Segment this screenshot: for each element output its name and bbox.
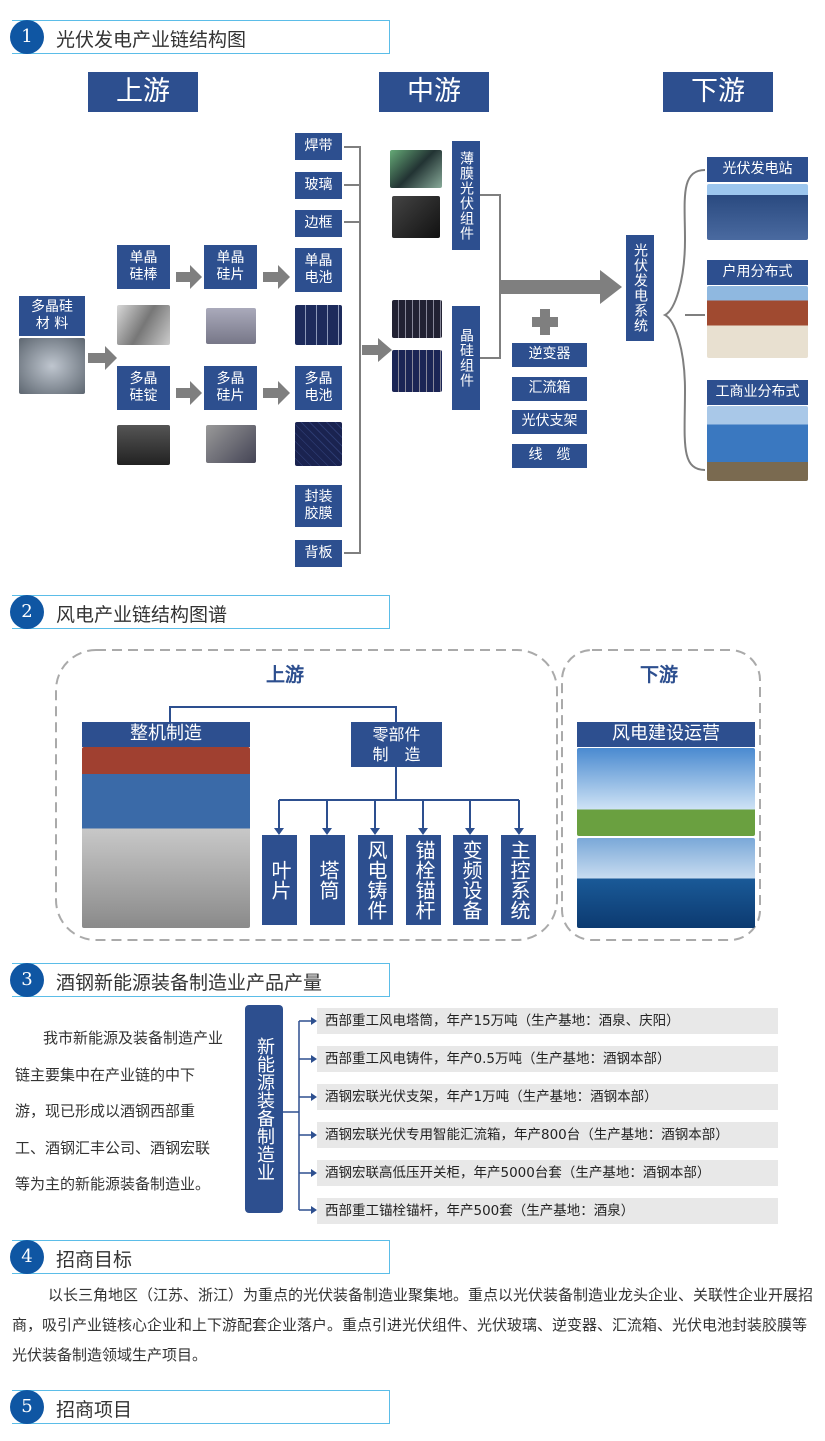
product-item: 西部重工锚栓锚杆，年产500套（生产基地：酒泉） [317, 1198, 778, 1224]
glass-box: 玻璃 [295, 172, 342, 199]
poly-wafer-image [206, 425, 256, 463]
component-converter: 变频设备 [453, 835, 488, 925]
section-header-4: 4 招商目标 [10, 1240, 390, 1274]
inverter-box: 逆变器 [512, 343, 587, 367]
polysilicon-material-box: 多晶硅 材 料 [19, 296, 85, 336]
section-header-1: 1 光伏发电产业链结构图 [10, 20, 390, 54]
turbine-factory-image [82, 747, 250, 928]
encapsulant-box: 封装 胶膜 [295, 485, 342, 527]
mono-cell-box: 单晶 电池 [295, 248, 342, 292]
crystal-module-image [392, 300, 442, 338]
offshore-wind-image [577, 838, 755, 928]
section-number: 2 [10, 595, 44, 629]
product-item: 酒钢宏联光伏支架，年产1万吨（生产基地：酒钢本部） [317, 1084, 778, 1110]
section-title: 光伏发电产业链结构图 [56, 29, 247, 51]
mono-wafer-image [206, 308, 256, 344]
product-item: 酒钢宏联光伏专用智能汇流箱，年产800台（生产基地：酒钢本部） [317, 1122, 778, 1148]
thin-film-image-2 [392, 196, 440, 238]
section-number: 4 [10, 1240, 44, 1274]
pv-system-box: 光伏发电系统 [626, 235, 654, 341]
product-item: 西部重工风电铸件，年产0.5万吨（生产基地：酒钢本部） [317, 1046, 778, 1072]
target-paragraph: 以长三角地区（江苏、浙江）为重点的光伏装备制造业聚集地。重点以光伏装备制造业龙头… [12, 1286, 814, 1364]
section-header-2: 2 风电产业链结构图谱 [10, 595, 390, 629]
section-number: 1 [10, 20, 44, 54]
section-title: 招商目标 [56, 1249, 133, 1271]
cable-box: 线 缆 [512, 444, 587, 468]
component-control-system: 主控系统 [501, 835, 536, 925]
backsheet-box: 背板 [295, 540, 342, 567]
parts-box: 零部件 制 造 [351, 722, 442, 767]
thin-film-image [390, 150, 442, 188]
product-item: 西部重工风电塔筒，年产15万吨（生产基地：酒泉、庆阳） [317, 1008, 778, 1034]
component-tower: 塔筒 [310, 835, 345, 925]
household-image [707, 286, 808, 358]
bracket-box: 光伏支架 [512, 410, 587, 434]
poly-wafer-box: 多晶 硅片 [204, 366, 257, 410]
wind-operation-box: 风电建设运营 [577, 722, 755, 747]
commercial-image [707, 406, 808, 481]
onshore-wind-image [577, 748, 755, 836]
poly-ingot-image [117, 425, 170, 465]
mono-wafer-box: 单晶 硅片 [204, 245, 257, 289]
crystal-module-image-2 [392, 350, 442, 392]
poly-ingot-box: 多晶 硅锭 [117, 366, 170, 410]
ribbon-box: 焊带 [295, 133, 342, 160]
pv-upstream-header: 上游 [88, 72, 198, 112]
whole-machine-box: 整机制造 [82, 722, 250, 747]
commercial-box: 工商业分布式 [707, 380, 808, 405]
mono-rod-image [117, 305, 170, 345]
pv-midstream-header: 中游 [379, 72, 489, 112]
section-number: 3 [10, 963, 44, 997]
component-casting: 风电铸件 [358, 835, 393, 925]
poly-cell-image [295, 422, 342, 466]
component-anchor-bolt: 锚栓锚杆 [406, 835, 441, 925]
section-title: 酒钢新能源装备制造业产品产量 [56, 972, 323, 994]
pv-downstream-header: 下游 [663, 72, 773, 112]
section-title: 招商项目 [56, 1399, 133, 1421]
section-header-3: 3 酒钢新能源装备制造业产品产量 [10, 963, 390, 997]
jisco-connectors [283, 1017, 317, 1214]
combiner-box: 汇流箱 [512, 377, 587, 401]
pv-station-box: 光伏发电站 [707, 157, 808, 182]
component-blade: 叶片 [262, 835, 297, 925]
section-number: 5 [10, 1390, 44, 1424]
crystal-module-box: 晶硅组件 [452, 306, 480, 410]
mono-rod-box: 单晶 硅棒 [117, 245, 170, 289]
wind-upstream-label: 上游 [262, 660, 309, 687]
section-header-5: 5 招商项目 [10, 1390, 390, 1424]
pv-station-image [707, 184, 808, 240]
polysilicon-image [19, 338, 85, 394]
jisco-paragraph: 我市新能源及装备制造产业链主要集中在产业链的中下游，现已形成以酒钢西部重工、酒钢… [15, 1029, 224, 1193]
wind-connectors [55, 649, 761, 941]
thin-film-module-box: 薄膜光伏组件 [452, 141, 480, 250]
pv-connectors [88, 146, 706, 554]
household-box: 户用分布式 [707, 260, 808, 285]
mono-cell-image [295, 305, 342, 345]
section-title: 风电产业链结构图谱 [56, 604, 228, 626]
wind-downstream-label: 下游 [636, 660, 683, 687]
frame-box: 边框 [295, 210, 342, 237]
jisco-category-box: 新能源装备制造业 [245, 1005, 283, 1213]
product-item: 酒钢宏联高低压开关柜，年产5000台套（生产基地：酒钢本部） [317, 1160, 778, 1186]
poly-cell-box: 多晶 电池 [295, 366, 342, 410]
